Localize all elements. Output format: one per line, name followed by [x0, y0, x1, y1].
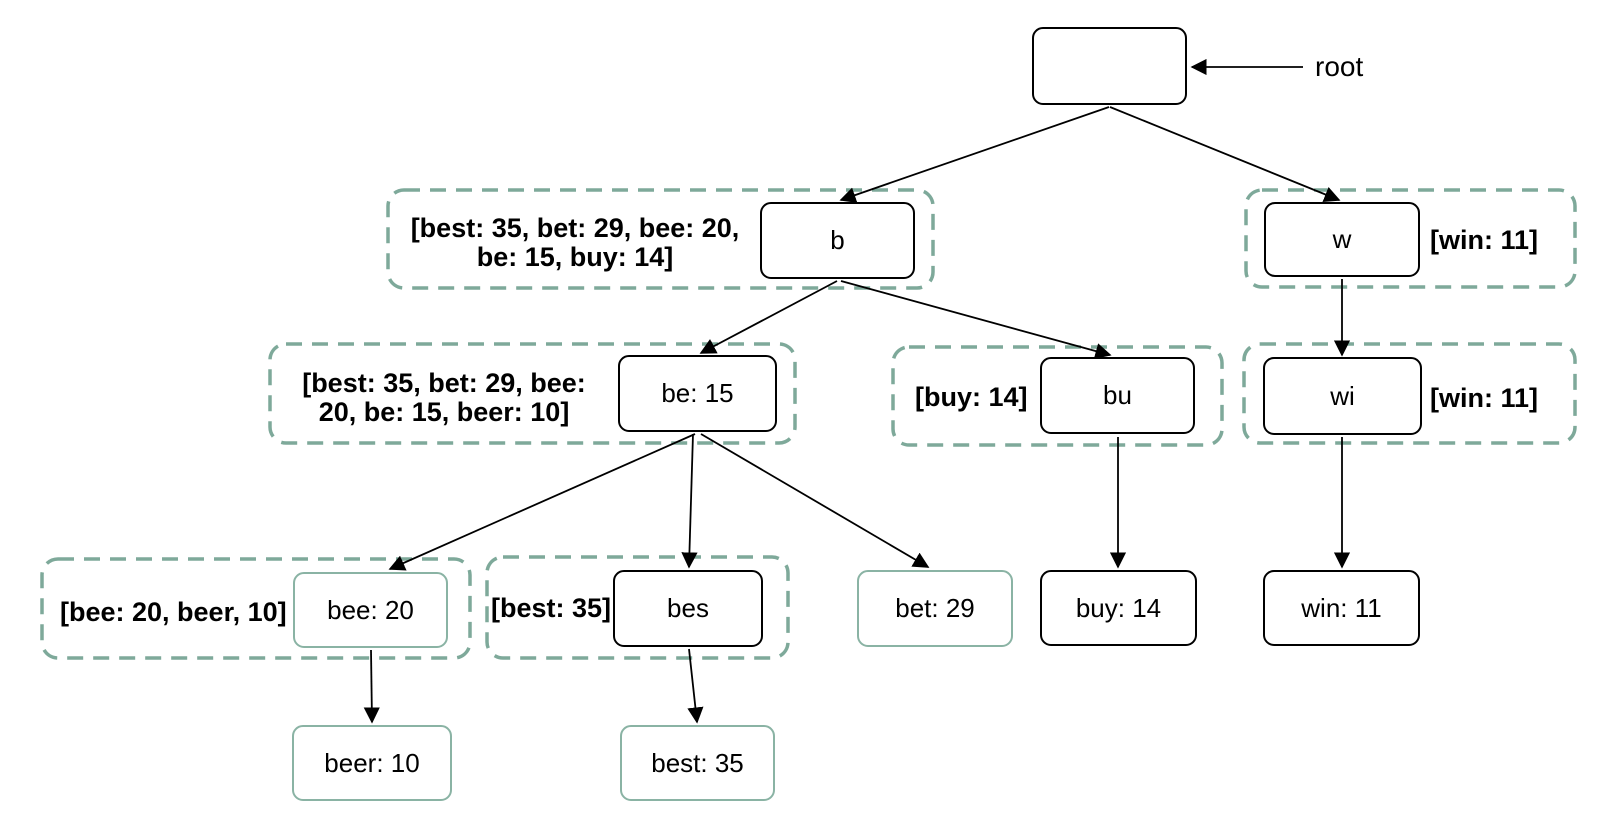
node-bu: bu [1040, 357, 1195, 434]
annotation-group-bu [891, 345, 1224, 447]
annotation-wi: [win: 11] [1430, 383, 1539, 413]
root-pointer-label: root [1315, 51, 1364, 82]
edge-bes-best [687, 648, 704, 724]
edge-b-be [699, 280, 838, 354]
annotation-group-be [268, 342, 797, 445]
annotation-group-bee [40, 557, 472, 660]
edge-be-bes [681, 433, 698, 569]
edge-bee-beer [363, 649, 380, 724]
annotation-b: [best: 35, bet: 29, bee: 20, be: 15, buy… [410, 213, 740, 272]
node-best: best: 35 [620, 725, 775, 801]
node-win: win: 11 [1263, 570, 1420, 646]
node-bee: bee: 20 [293, 572, 448, 648]
edge-be-bee [388, 433, 696, 571]
edge-be-bet [700, 433, 930, 568]
node-b: b [760, 202, 915, 279]
node-bes: bes [613, 570, 763, 647]
node-buy: buy: 14 [1040, 570, 1197, 646]
annotation-bes: [best: 35] [491, 593, 612, 623]
annotation-group-bes [485, 555, 790, 660]
edge-root-b [839, 106, 1110, 203]
node-w: w [1264, 202, 1420, 277]
edge-root-w [1109, 106, 1341, 203]
annotation-group-w [1244, 188, 1577, 289]
node-beer: beer: 10 [292, 725, 452, 801]
annotation-bee: [bee: 20, beer, 10] [60, 597, 287, 627]
annotation-bu: [buy: 14] [915, 382, 1028, 412]
node-bet: bet: 29 [857, 570, 1013, 647]
node-be: be: 15 [618, 355, 777, 432]
node-wi: wi [1263, 357, 1422, 435]
annotation-be: [best: 35, bet: 29, bee: 20, be: 15, bee… [302, 368, 586, 427]
node-root [1032, 27, 1187, 105]
edge-b-bu [840, 280, 1112, 359]
annotation-w: [win: 11] [1430, 225, 1539, 255]
annotation-group-b [386, 188, 935, 290]
